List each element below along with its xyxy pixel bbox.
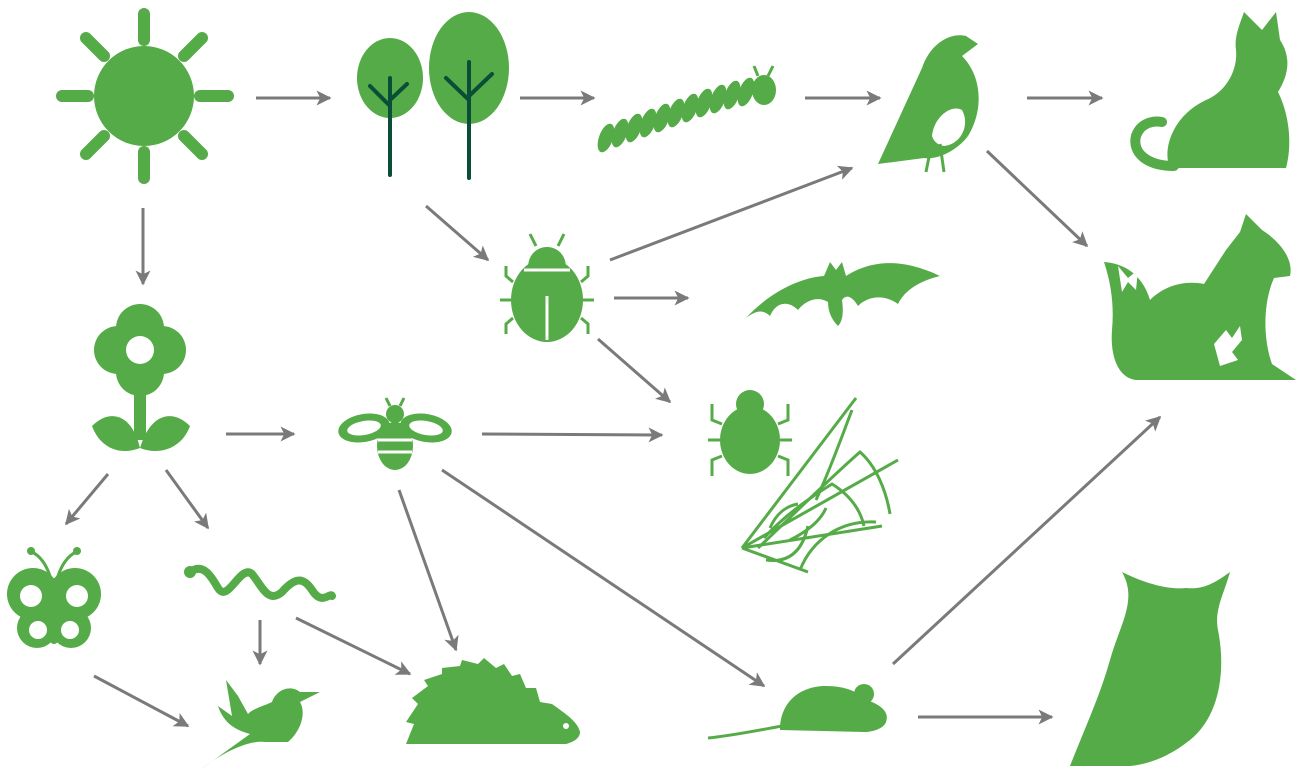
cat-icon [1135, 12, 1289, 168]
arrow-flower-to-butterfly [66, 474, 108, 524]
spider-web-icon [708, 390, 898, 572]
flower-icon [92, 304, 190, 451]
mouse-icon [708, 684, 887, 738]
sun-icon [62, 14, 228, 178]
arrow-mouse-to-fox [893, 417, 1160, 664]
beetle-icon [500, 234, 594, 342]
arrow-flower-to-worm [166, 470, 208, 528]
owl-icon [1070, 572, 1230, 766]
icons-layer [7, 12, 1296, 770]
arrow-bird-to-fox [987, 151, 1087, 246]
arrow-bee-to-mouse [442, 470, 764, 686]
caterpillar-icon [594, 66, 776, 154]
hedgehog-icon [406, 658, 580, 744]
fox-icon [1104, 214, 1296, 380]
arrow-trees-to-beetle [426, 206, 488, 260]
bat-icon [746, 262, 940, 326]
arrow-bee-to-spider [482, 434, 662, 435]
worm-icon [184, 566, 332, 598]
arrow-beetle-to-spider [598, 339, 670, 402]
arrow-beetle-to-bird [610, 168, 852, 260]
trees-icon [357, 12, 509, 178]
arrow-worm-to-hedgehog [296, 618, 410, 674]
bee-icon [336, 398, 454, 470]
edges-layer [66, 98, 1160, 726]
arrow-butterfly-to-hummingbird [94, 676, 188, 726]
hummingbird-icon [200, 680, 320, 770]
arrow-bee-to-hedgehog [399, 490, 456, 650]
butterfly-icon [7, 547, 101, 648]
bird-icon [878, 35, 979, 172]
